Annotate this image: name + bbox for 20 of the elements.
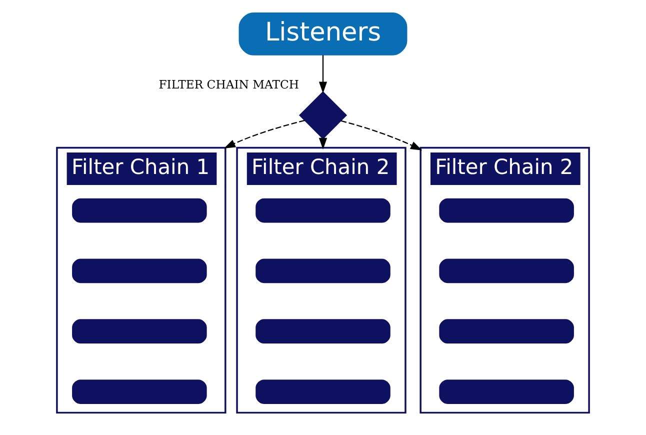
node-bar	[439, 380, 574, 404]
arrow	[318, 55, 328, 94]
node-bar	[439, 198, 574, 223]
cluster: Filter Chain 1	[56, 146, 226, 414]
node-label: FILTER CHAIN MATCH	[158, 78, 300, 92]
node-bar	[256, 380, 390, 404]
arrow	[224, 120, 305, 149]
node-bar	[72, 258, 207, 284]
node-bar	[256, 319, 390, 344]
node-bar	[256, 198, 390, 223]
arrow	[340, 120, 422, 150]
node-bar	[72, 198, 207, 223]
node-bar	[439, 258, 574, 284]
node-bar	[72, 319, 207, 344]
node-bar	[439, 319, 574, 344]
node-box: Listeners	[238, 12, 408, 56]
node-bar	[72, 380, 207, 404]
cluster: Filter Chain 2	[420, 146, 590, 414]
node-bar	[256, 258, 390, 284]
cluster: Filter Chain 2	[236, 146, 406, 414]
